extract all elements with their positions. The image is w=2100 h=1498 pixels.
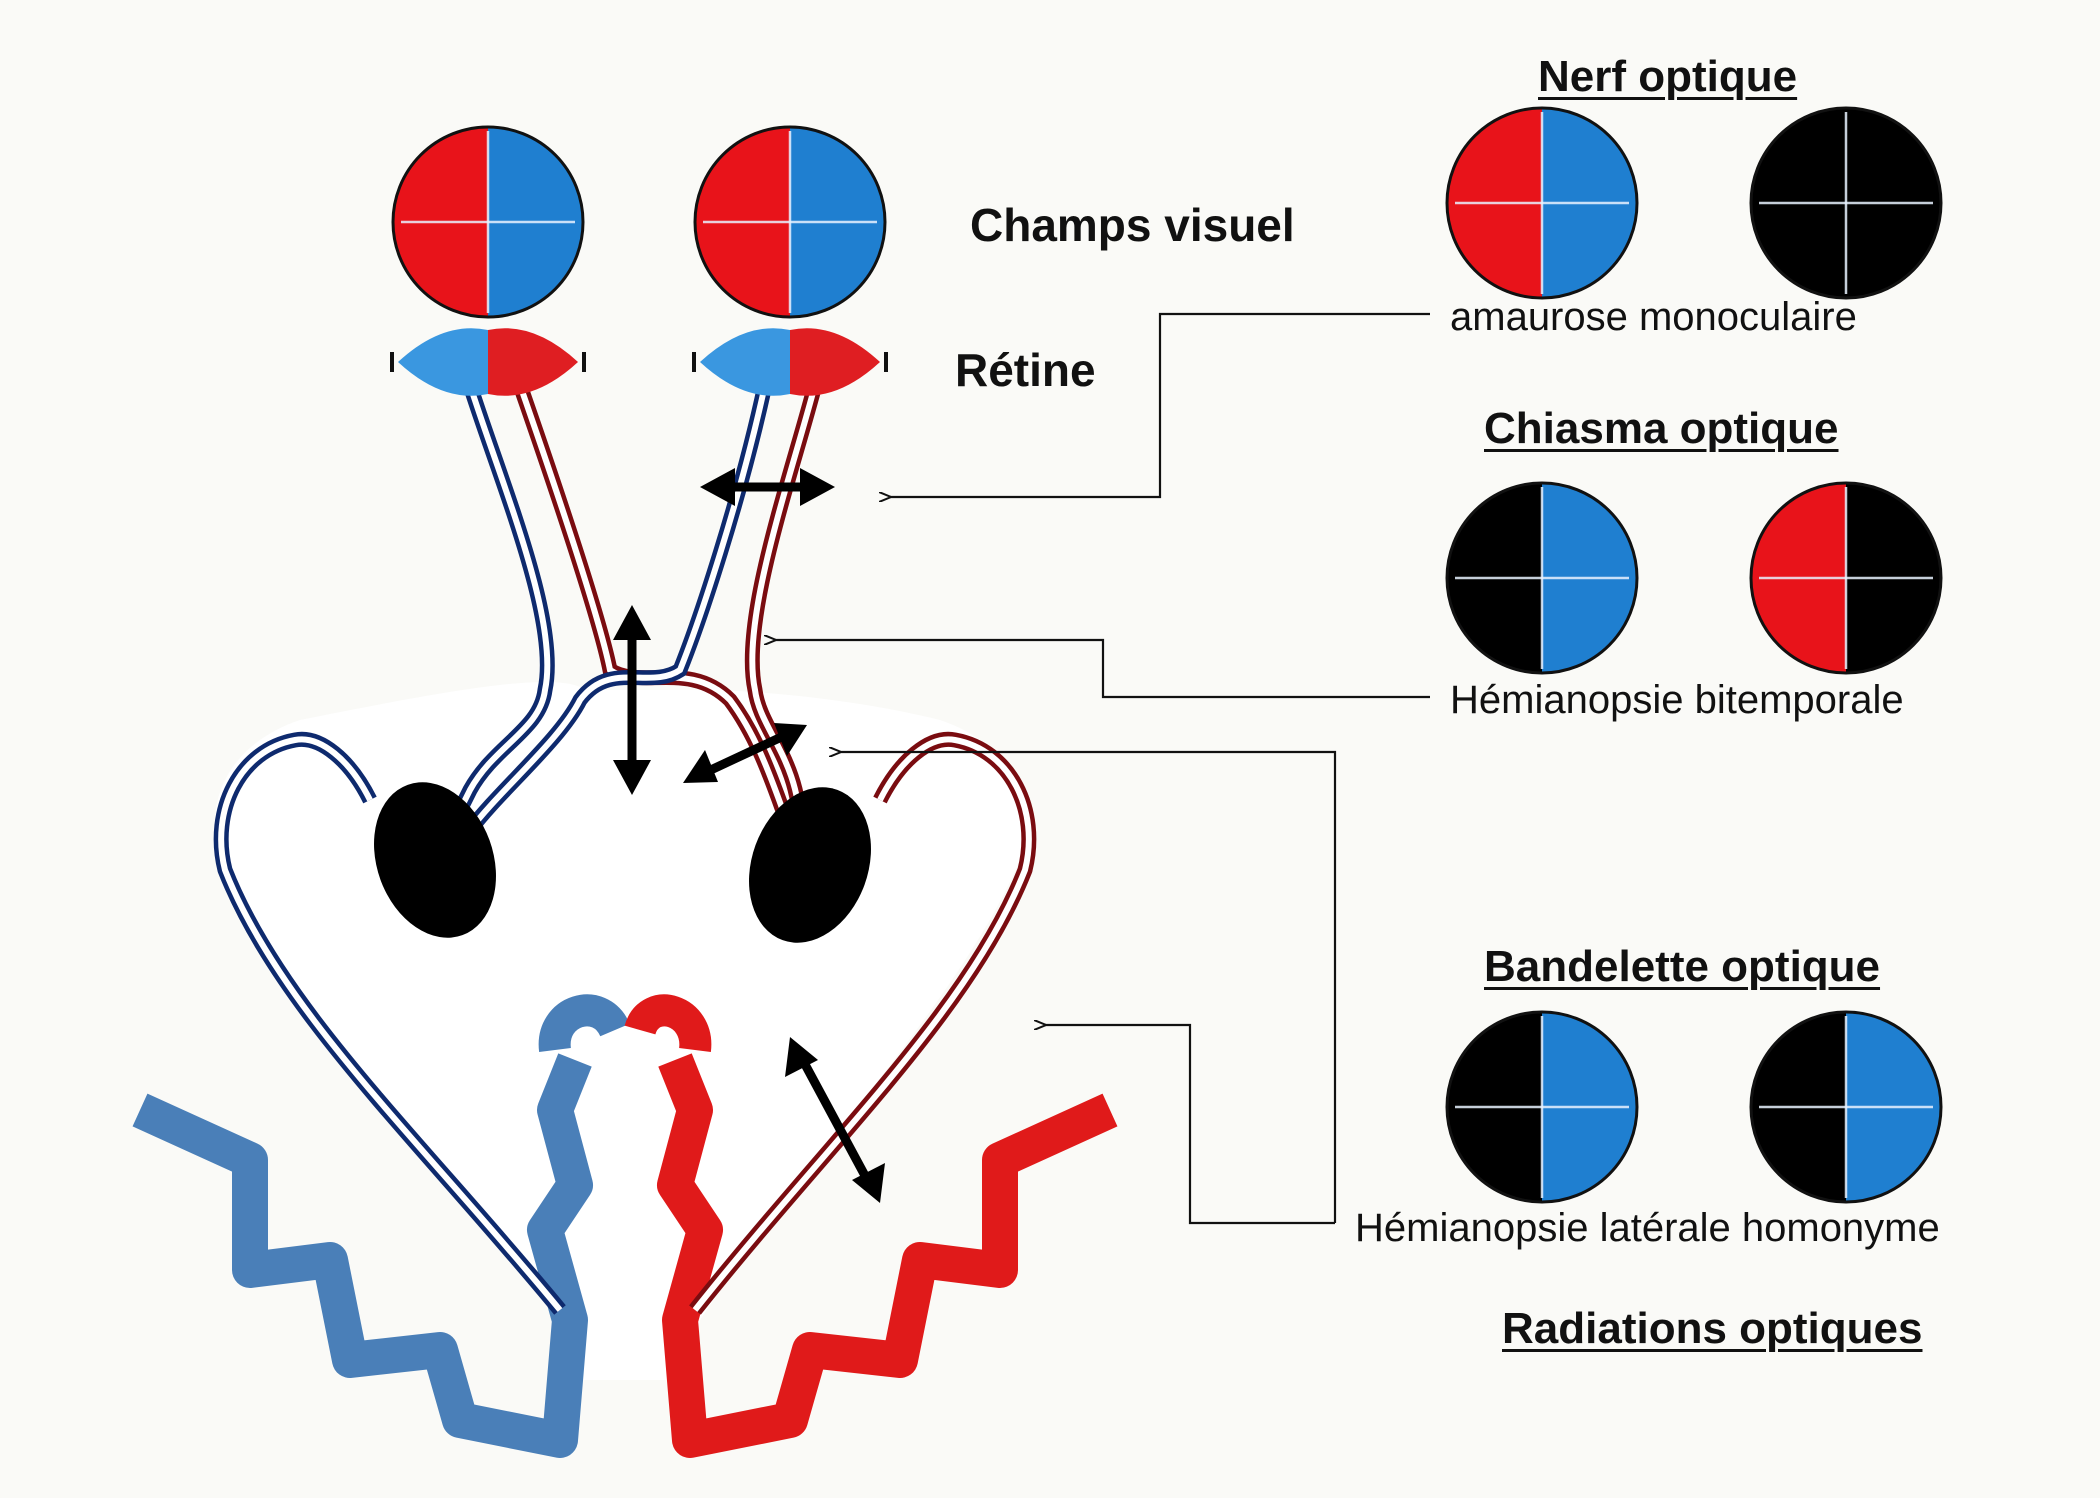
left-cortex-cap <box>538 994 630 1052</box>
result-optic-tract-field-1 <box>1445 1010 1639 1204</box>
visual-fields-label: Champs visuel <box>970 199 1295 251</box>
right-lateral-geniculate-body <box>749 787 871 943</box>
result-chiasm-field-1-rim <box>1445 481 1639 675</box>
right-eye-visual-field <box>693 125 887 319</box>
right-eye-retina-temporal-half <box>790 328 880 396</box>
caption-homonymous-hemianopsia: Hémianopsie latérale homonyme <box>1355 1206 1940 1250</box>
left-optic-radiation <box>213 731 566 1315</box>
retina-label: Rétine <box>955 344 1096 396</box>
result-chiasm-field-2-rim <box>1749 481 1943 675</box>
leader-line-chiasm <box>775 640 1430 699</box>
right-optic-radiation <box>689 731 1037 1315</box>
leader-line-optic-nerve <box>890 312 1430 497</box>
result-optic-nerve-field-2 <box>1749 106 1943 300</box>
section-title-optic-nerve: Nerf optique <box>1538 52 1798 101</box>
result-optic-tract-field-2-rim <box>1749 1010 1943 1204</box>
result-optic-nerve-field-1 <box>1445 106 1639 300</box>
lesion-arrow-optic-nerve <box>700 468 835 506</box>
right-eye-retina-nasal-half <box>700 328 790 396</box>
section-title-optic-tract: Bandelette optique <box>1484 942 1881 991</box>
right-cortex-cap <box>624 994 712 1052</box>
left-occipital-cortex <box>132 1053 593 1458</box>
right-eye-retina <box>692 328 888 396</box>
result-optic-nerve-field-2-rim <box>1749 106 1943 300</box>
result-chiasm-field-2 <box>1749 481 1943 675</box>
left-lateral-geniculate-body <box>374 782 496 938</box>
section-title-optic-radiations: Radiations optiques <box>1502 1304 1923 1353</box>
right-eye-visual-field-rim <box>693 125 887 319</box>
result-optic-tract-field-2 <box>1749 1010 1943 1204</box>
right-optic-nerve <box>464 383 823 835</box>
lesion-arrow-radiation <box>785 1037 885 1203</box>
lesion-arrow-chiasm <box>613 605 651 795</box>
left-eye-visual-field <box>391 125 585 319</box>
caption-monocular-amaurosis: amaurose monoculaire <box>1450 295 1857 339</box>
result-optic-nerve-field-1-rim <box>1445 106 1639 300</box>
result-chiasm-field-1 <box>1445 481 1639 675</box>
left-eye-visual-field-rim <box>391 125 585 319</box>
leader-line-optic-tract <box>840 752 1337 1223</box>
left-eye-retina-temporal-half <box>488 328 578 396</box>
caption-bitemporal-hemianopsia: Hémianopsie bitemporale <box>1450 678 1904 722</box>
right-occipital-cortex <box>657 1053 1118 1458</box>
left-eye-retina-nasal-half <box>398 328 488 396</box>
result-optic-tract-field-1-rim <box>1445 1010 1639 1204</box>
section-title-chiasm: Chiasma optique <box>1484 404 1839 453</box>
lesion-arrow-optic-tract <box>683 723 807 783</box>
leader-line-radiation <box>1045 1025 1335 1225</box>
left-eye-retina <box>390 328 586 396</box>
